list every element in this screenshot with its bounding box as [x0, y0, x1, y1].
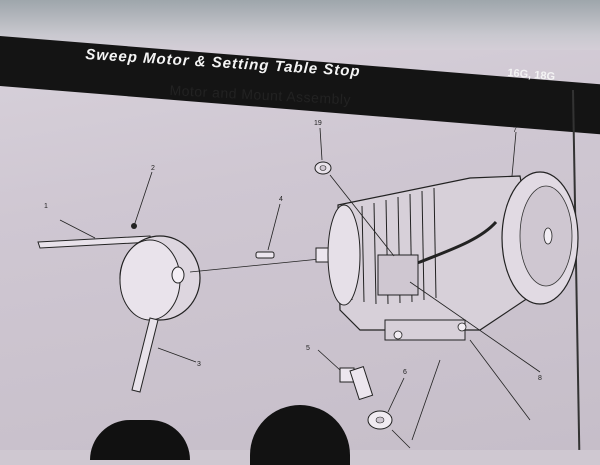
callout-1: 1 — [44, 203, 48, 210]
key-part — [255, 203, 281, 259]
callout-3: 3 — [197, 361, 201, 368]
callout-6: 6 — [403, 369, 407, 376]
lever-part — [131, 317, 197, 393]
washer-part — [367, 377, 411, 449]
callout-line-8 — [409, 281, 541, 373]
leader-line — [469, 339, 531, 421]
callout-19: 19 — [314, 120, 322, 127]
exploded-parts-diagram: 1 2 3 4 5 6 7 8 19 — [37, 120, 579, 449]
background-wall — [0, 0, 600, 50]
axis-line — [189, 257, 331, 273]
callout-4: 4 — [279, 196, 283, 203]
pulley-part — [119, 171, 201, 321]
callout-5: 5 — [306, 345, 310, 352]
bolt-part — [317, 349, 374, 401]
motor-part — [315, 131, 579, 341]
callout-2: 2 — [151, 165, 155, 172]
grommet-part — [314, 127, 395, 257]
leader-line — [411, 359, 441, 441]
callout-7: 7 — [513, 127, 517, 134]
callout-8: 8 — [538, 375, 542, 382]
